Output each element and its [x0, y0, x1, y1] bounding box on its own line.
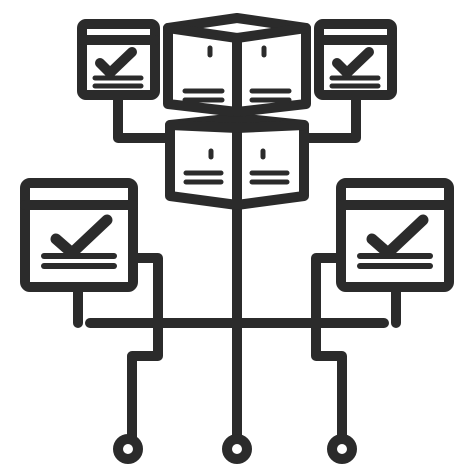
cube-top	[163, 13, 311, 117]
checkmark-icon	[332, 47, 374, 78]
terminal-center-icon	[222, 434, 252, 464]
approval-card-left	[20, 178, 138, 292]
approval-card-right	[336, 178, 454, 292]
approval-card-top-right	[314, 19, 397, 100]
terminal-right-icon	[327, 434, 357, 464]
approval-card-top-left	[77, 19, 160, 100]
connector-lines	[73, 91, 401, 445]
terminal-left-icon	[113, 434, 143, 464]
checkmark-icon	[95, 47, 137, 78]
cube-bottom	[165, 113, 309, 210]
bottom-terminals	[113, 434, 357, 464]
